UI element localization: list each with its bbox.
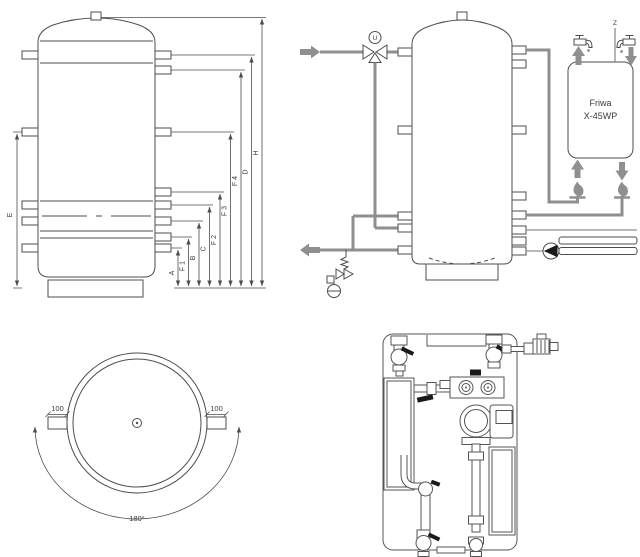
ball-valve-icon xyxy=(390,335,415,377)
top-view-left-port xyxy=(47,416,68,430)
dim-label-f1: F 1 xyxy=(180,261,187,271)
heat-exchanger xyxy=(383,377,415,491)
three-way-valve-icon xyxy=(418,479,441,497)
schematic-tank-base xyxy=(425,263,499,281)
pump-icon xyxy=(542,242,560,260)
right-port-offset-label: 100 xyxy=(210,404,223,413)
tank-base-skirt xyxy=(47,279,144,298)
dim-label-f3: F 3 xyxy=(222,206,229,216)
tank-left-ports xyxy=(21,50,39,253)
flame-icon xyxy=(612,180,632,199)
swivel-angle-label: 180° xyxy=(129,514,145,523)
return-pipe xyxy=(526,196,624,217)
safety-valve-icon xyxy=(326,250,355,285)
safety-group-icon xyxy=(501,333,559,355)
dim-label-b: B xyxy=(190,255,197,260)
distributor-block xyxy=(439,369,505,399)
flame-icon xyxy=(568,180,587,199)
schematic-tank-outline xyxy=(411,19,513,265)
dim-label-e: E xyxy=(7,212,14,217)
heating-return-pipe xyxy=(558,247,638,255)
module-return-arrow-icon xyxy=(615,162,629,181)
cold-water-faucet-icon xyxy=(616,35,636,48)
circulation-label: Z xyxy=(613,20,617,27)
mixing-valve-icon xyxy=(362,31,388,63)
dim-label-c: C xyxy=(201,246,208,251)
hydraulic-schematic: U xyxy=(300,11,638,298)
dim-label-f4: F 4 xyxy=(232,176,239,186)
cold-in-arrow-icon xyxy=(625,47,637,66)
left-port-offset-label: 100 xyxy=(51,404,64,413)
dimension-lines xyxy=(13,17,266,289)
tank-top-view: 100 100 180° xyxy=(32,352,242,523)
top-view-right-port xyxy=(206,416,227,430)
fresh-water-module-box xyxy=(567,61,634,159)
circulation-pump xyxy=(459,404,514,445)
supply-pipe xyxy=(526,48,579,204)
hot-water-faucet-icon xyxy=(573,35,593,48)
heating-flow-pipe xyxy=(558,236,638,245)
tank-outline xyxy=(37,17,156,278)
tank-right-ports xyxy=(154,50,172,253)
module-supply-arrow-icon xyxy=(571,159,584,178)
tank-top-fitting xyxy=(90,11,102,21)
module-name-line2: X-45WP xyxy=(584,111,618,121)
ball-valve-icon xyxy=(468,536,484,557)
tank-top-inner-circle xyxy=(72,358,202,488)
dim-label-d: D xyxy=(243,169,250,174)
inflow-arrow-icon xyxy=(300,45,320,59)
swivel-arc xyxy=(32,426,242,520)
pressure-gauge-icon xyxy=(327,284,341,298)
outflow-arrow-icon xyxy=(300,243,320,257)
schematic-tank-fitting xyxy=(456,11,468,21)
pump-station-illustration xyxy=(382,333,559,557)
dim-label-h: H xyxy=(253,150,260,155)
schematic-tank-ports xyxy=(397,45,527,256)
tank-dimension-drawing: E A F 1 B C F 2 F 3 F 4 D H xyxy=(7,11,266,298)
module-name-line1: Friwa xyxy=(590,98,612,108)
dim-label-a: A xyxy=(169,270,176,275)
dimension-labels: E A F 1 B C F 2 F 3 F 4 D H xyxy=(7,150,260,275)
mixing-valve-label: U xyxy=(373,35,378,42)
hot-out-arrow-icon xyxy=(572,46,585,65)
dim-label-f2: F 2 xyxy=(211,235,218,245)
